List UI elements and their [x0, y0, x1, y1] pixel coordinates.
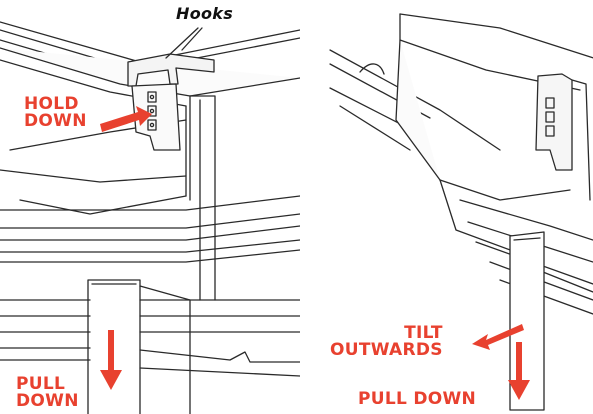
- pull-down-label-left: PULL DOWN: [16, 374, 79, 411]
- left-line-drawing: [0, 21, 300, 414]
- right-line-drawing: [329, 13, 593, 411]
- hold-down-label: HOLD DOWN: [24, 94, 87, 131]
- right-panel-tilt-pull: [300, 0, 593, 414]
- pull-down-label-right: PULL DOWN: [358, 389, 477, 409]
- tilt-outwards-label: TILT OUTWARDS: [330, 323, 443, 360]
- left-panel-hold-pull: [0, 21, 300, 414]
- hooks-label: Hooks: [176, 4, 234, 23]
